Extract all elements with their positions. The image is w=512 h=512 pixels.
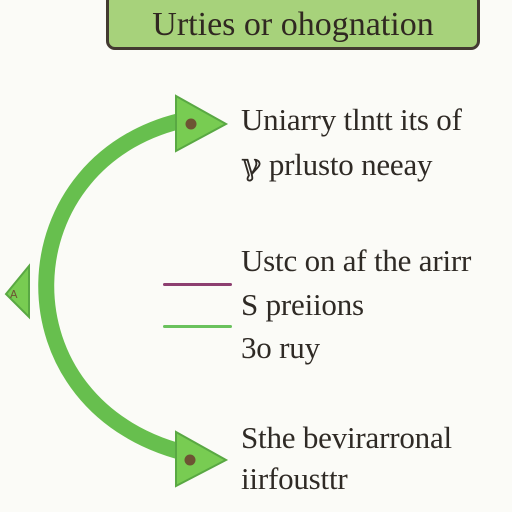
green-curved-arc [38,110,202,463]
left-arrowhead-icon: A [4,263,30,320]
green-legend-line [163,325,232,328]
item-3-line-2: iirfousttr [241,461,348,496]
purple-legend-line [163,283,232,286]
item-3-line-1: Sthe bevirarronal [241,420,452,455]
bottom-arrowhead-icon [175,430,229,488]
top-arrowhead-icon [175,94,229,153]
item-2-line-3: 3o ruy [241,330,320,365]
item-2-line-2: S preiions [241,287,364,322]
item-1-line-2: ℽ prlusto neeay [241,147,433,182]
item-1-line-1: Uniarry tlntt its of [241,102,462,137]
diagram-title: Urties or ohognation [152,6,434,43]
title-box: Urties or ohognation [106,0,480,50]
item-2-line-1: Ustc on af the arirr [241,243,472,278]
left-arrow-letter: A [10,288,18,301]
